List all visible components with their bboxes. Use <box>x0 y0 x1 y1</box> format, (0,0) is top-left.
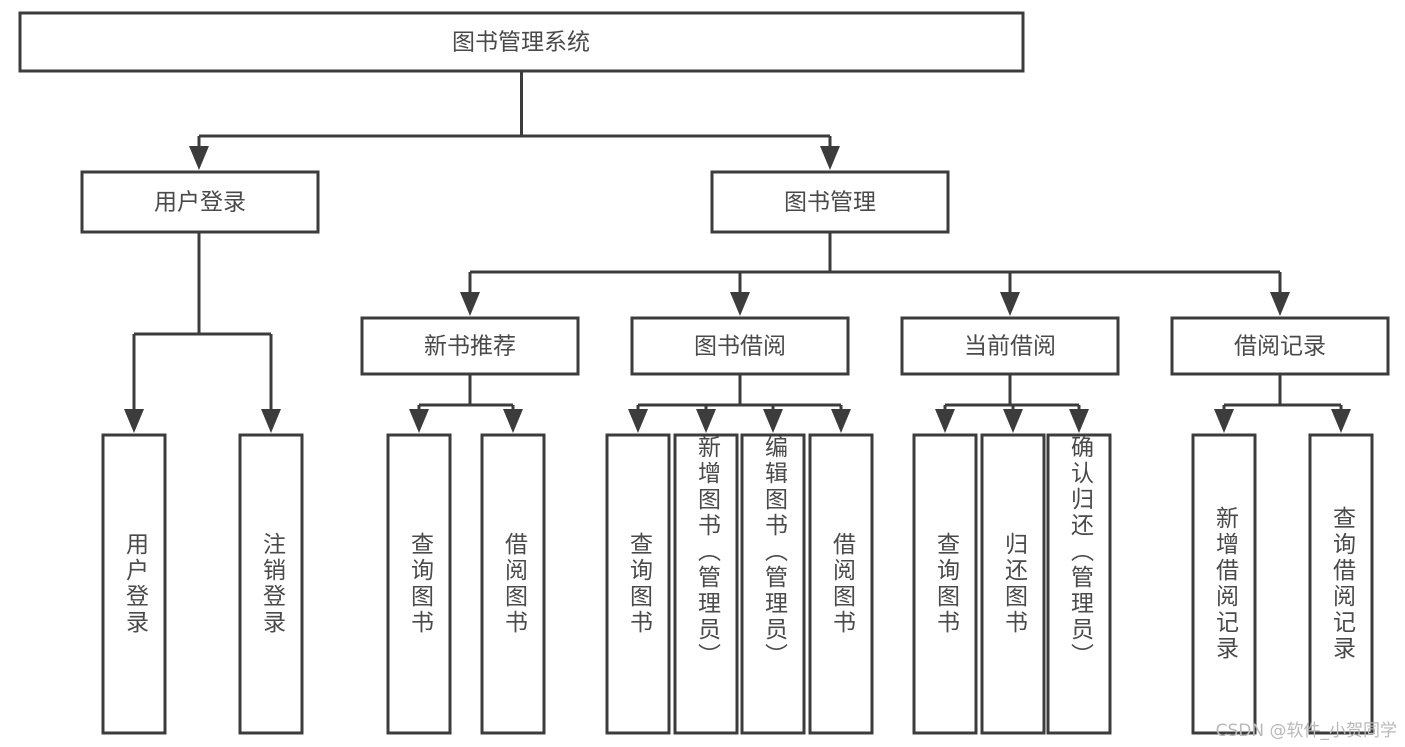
node-current-borrow[interactable]: 当前借阅 <box>900 316 1120 376</box>
connectors-currentborrow-to-leaves <box>935 374 1089 433</box>
node-book-borrow[interactable]: 图书借阅 <box>630 316 850 376</box>
arrow-to-leaf-borrow-book-a <box>503 409 523 433</box>
node-book-management-label: 图书管理 <box>784 190 876 216</box>
node-root-box[interactable] <box>18 11 1025 73</box>
connectors-bookmgmt-to-level3 <box>460 232 1290 316</box>
connectors-borrowrecord-to-leaves <box>1214 374 1351 433</box>
node-borrow-record-box[interactable] <box>1170 316 1390 376</box>
connectors-userlogin-to-leaves <box>124 232 281 433</box>
arrow-to-current-borrow <box>1000 292 1020 316</box>
leaf-box-query-book-a[interactable] <box>386 433 452 735</box>
arrow-to-new-book-rec <box>460 292 480 316</box>
node-user-login[interactable]: 用户登录 <box>80 170 320 234</box>
leaf-box-query-book-b[interactable] <box>605 433 671 735</box>
node-current-borrow-label: 当前借阅 <box>964 334 1056 360</box>
node-current-borrow-box[interactable] <box>900 316 1120 376</box>
node-user-login-label: 用户登录 <box>154 190 246 216</box>
node-borrow-record[interactable]: 借阅记录 <box>1170 316 1390 376</box>
node-new-book-recommend-label: 新书推荐 <box>424 334 516 360</box>
node-book-management-box[interactable] <box>710 170 950 234</box>
node-book-management[interactable]: 图书管理 <box>710 170 950 234</box>
leaf-boxes <box>101 433 1374 735</box>
arrow-to-leaf-edit-book <box>763 409 783 433</box>
node-root-label: 图书管理系统 <box>452 30 590 56</box>
node-new-book-recommend[interactable]: 新书推荐 <box>360 316 580 376</box>
arrow-to-leaf-borrow-book-b <box>831 409 851 433</box>
arrow-to-leaf-add-book <box>696 409 716 433</box>
arrow-to-leaf-query-record <box>1331 409 1351 433</box>
leaf-box-edit-book[interactable] <box>740 433 806 735</box>
node-book-borrow-box[interactable] <box>630 316 850 376</box>
leaf-box-add-record[interactable] <box>1191 433 1257 735</box>
arrow-to-leaf-user-login <box>124 409 144 433</box>
arrow-to-book-borrow <box>730 292 750 316</box>
leaf-box-borrow-book-a[interactable] <box>480 433 546 735</box>
node-new-book-recommend-box[interactable] <box>360 316 580 376</box>
leaf-box-user-login[interactable] <box>101 433 167 735</box>
arrow-to-user-login <box>189 146 209 170</box>
leaf-box-add-book[interactable] <box>673 433 739 735</box>
arrow-to-leaf-return-book <box>1003 409 1023 433</box>
connectors-newbook-to-leaves <box>409 374 523 433</box>
arrow-to-borrow-record <box>1270 292 1290 316</box>
arrow-to-leaf-confirm-return <box>1069 409 1089 433</box>
arrow-to-leaf-query-book-a <box>409 409 429 433</box>
node-user-login-box[interactable] <box>80 170 320 234</box>
arrow-to-leaf-query-book-c <box>935 409 955 433</box>
arrow-to-leaf-add-record <box>1214 409 1234 433</box>
connectors-root-to-level2 <box>189 71 840 170</box>
leaf-box-confirm-return[interactable] <box>1046 433 1112 735</box>
arrow-to-leaf-logout <box>261 409 281 433</box>
leaf-box-logout[interactable] <box>238 433 304 735</box>
arrow-to-book-management <box>820 146 840 170</box>
node-borrow-record-label: 借阅记录 <box>1234 334 1326 360</box>
leaf-box-query-record[interactable] <box>1308 433 1374 735</box>
leaf-box-return-book[interactable] <box>980 433 1046 735</box>
leaf-box-query-book-c[interactable] <box>912 433 978 735</box>
node-root[interactable]: 图书管理系统 <box>18 11 1025 73</box>
connectors-bookborrow-to-leaves <box>628 374 851 433</box>
watermark-text: CSDN @软件_小贺同学 <box>1215 721 1397 741</box>
leaf-box-borrow-book-b[interactable] <box>808 433 874 735</box>
node-book-borrow-label: 图书借阅 <box>694 334 786 360</box>
arrow-to-leaf-query-book-b <box>628 409 648 433</box>
